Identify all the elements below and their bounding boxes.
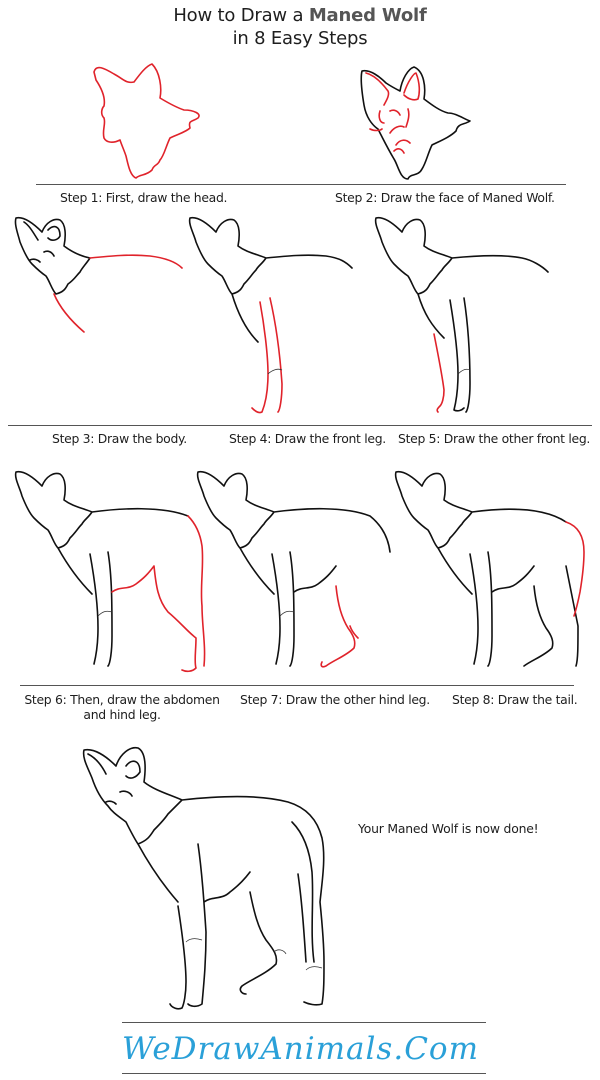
page-title: How to Draw a Maned Wolf in 8 Easy Steps — [0, 4, 600, 50]
step-1-drawing — [93, 63, 200, 179]
step-2-drawing — [360, 66, 471, 180]
step-3-drawing — [14, 216, 183, 333]
step-4-caption: Step 4: Draw the front leg. — [229, 431, 386, 446]
site-logo[interactable]: WeDrawAnimals.Com — [122, 1028, 478, 1070]
logo-rule-top — [122, 1022, 486, 1023]
logo-rule-bottom — [122, 1073, 486, 1074]
step-8-caption: Step 8: Draw the tail. — [452, 692, 578, 707]
step-5-caption: Step 5: Draw the other front leg. — [398, 431, 591, 446]
divider-3 — [20, 685, 574, 686]
step-5-drawing — [374, 216, 549, 413]
step-7-drawing — [196, 470, 391, 668]
title-line-2: in 8 Easy Steps — [232, 28, 368, 49]
step-7-caption: Step 7: Draw the other hind leg. — [240, 692, 430, 707]
title-subject: Maned Wolf — [308, 5, 427, 26]
step-2-caption: Step 2: Draw the face of Maned Wolf. — [335, 190, 555, 205]
step-8-drawing — [394, 470, 585, 667]
step-4-drawing — [188, 216, 353, 414]
logo-text: WeDrawAnimals.Com — [122, 1031, 479, 1067]
divider-1 — [36, 184, 566, 185]
final-drawing — [82, 746, 325, 1010]
step-3-caption: Step 3: Draw the body. — [52, 431, 187, 446]
divider-2 — [8, 425, 592, 426]
step-6-caption: Step 6: Then, draw the abdomen and hind … — [24, 692, 220, 722]
completion-message: Your Maned Wolf is now done! — [358, 821, 539, 836]
step-6-drawing — [14, 470, 206, 673]
title-line-1: How to Draw a Maned Wolf — [173, 5, 427, 26]
step-1-caption: Step 1: First, draw the head. — [60, 190, 228, 205]
